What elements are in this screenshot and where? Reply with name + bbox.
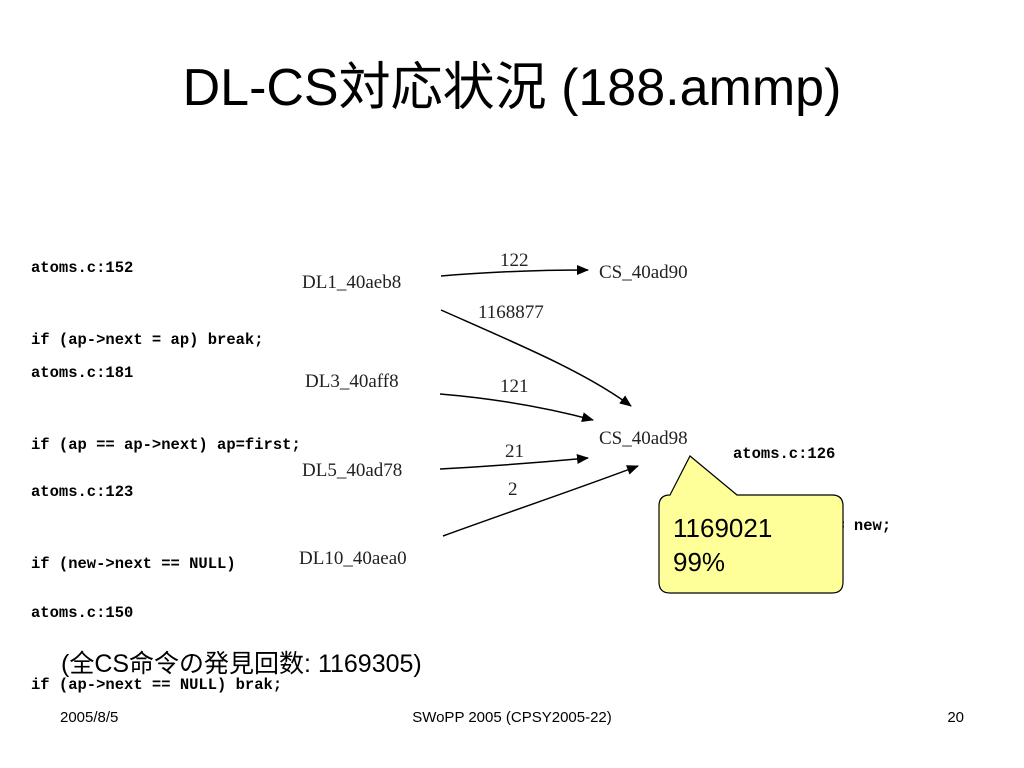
callout-percent: 99%: [673, 547, 726, 577]
code-block-atoms-152: atoms.c:152 if (ap->next = ap) break;: [31, 208, 264, 376]
code-line: if (new->next == NULL): [31, 555, 236, 573]
node-dl5: DL5_40ad78: [302, 460, 402, 481]
code-file-label: atoms.c:150: [31, 604, 134, 622]
code-file-label: atoms.c:126: [733, 445, 836, 463]
footer-page-number: 20: [947, 709, 964, 726]
edge-label-2: 2: [508, 479, 518, 500]
footer-date: 2005/8/5: [60, 709, 119, 726]
code-line: if (ap == ap->next) ap=first;: [31, 436, 301, 454]
node-dl10: DL10_40aea0: [299, 548, 407, 569]
node-dl1: DL1_40aeb8: [302, 272, 401, 293]
edge-label-21: 21: [505, 441, 524, 462]
edge-label-122: 122: [500, 250, 529, 271]
edge-dl10-cs98: [442, 465, 639, 537]
total-cs-count: (全CS命令の発見回数: 1169305): [61, 650, 422, 678]
callout-balloon: [658, 455, 844, 594]
code-file-label: atoms.c:152: [31, 259, 134, 277]
edge-dl1-cs90: [440, 265, 589, 277]
code-block-atoms-150: atoms.c:150 if (ap->next == NULL) brak;: [31, 553, 282, 721]
edge-dl3-cs98: [439, 393, 594, 422]
code-file-label: atoms.c:181: [31, 364, 134, 382]
callout-text: 1169021 99%: [673, 511, 772, 579]
edge-label-1168877: 1168877: [478, 302, 544, 323]
edge-label-121: 121: [500, 376, 529, 397]
code-block-atoms-123: atoms.c:123 if (new->next == NULL): [31, 432, 236, 600]
footer-conference: SWoPP 2005 (CPSY2005-22): [412, 709, 612, 726]
code-block-atoms-181: atoms.c:181 if (ap == ap->next) ap=first…: [31, 313, 301, 481]
slide-title: DL-CS対応状況 (188.ammp): [182, 59, 842, 117]
node-cs90: CS_40ad90: [599, 262, 688, 283]
code-file-label: atoms.c:123: [31, 483, 134, 501]
node-cs98: CS_40ad98: [599, 428, 688, 449]
edge-dl5-cs98: [439, 454, 589, 470]
edge-dl1-cs98: [440, 309, 632, 407]
callout-count: 1169021: [673, 513, 773, 543]
node-dl3: DL3_40aff8: [305, 371, 399, 392]
code-line: if (ap->next = ap) break;: [31, 331, 264, 349]
code-line: if (ap->next == NULL) brak;: [31, 676, 283, 694]
